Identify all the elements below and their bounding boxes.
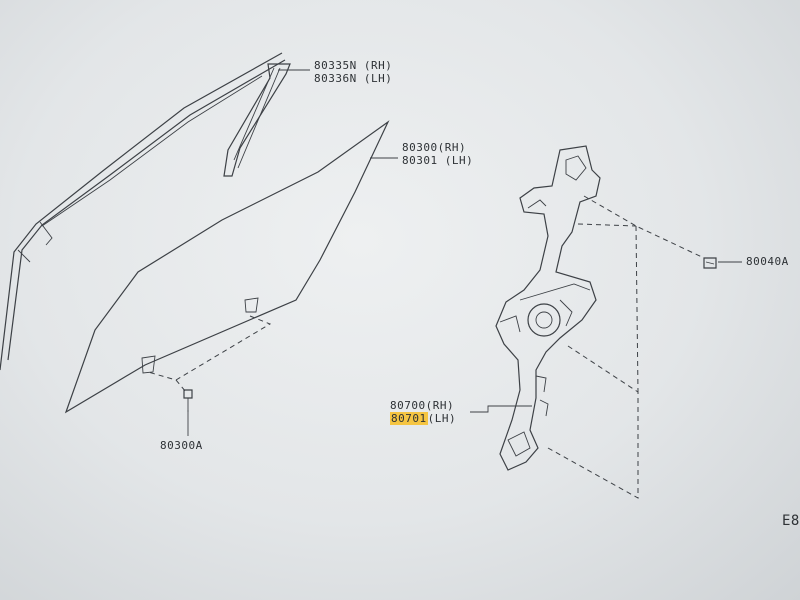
regulator-bolt bbox=[703, 257, 717, 269]
corner-diagram-code: E8 bbox=[782, 513, 800, 529]
glass-bolt-code: 80300A bbox=[160, 439, 203, 452]
regulator-mounting-guides bbox=[547, 195, 705, 499]
door-glass bbox=[64, 120, 390, 414]
regulator-bolt-code: 80040A bbox=[746, 255, 789, 268]
regulator-code-lh-row: 80701(LH) bbox=[390, 412, 457, 425]
glass-bolt-guides bbox=[147, 315, 272, 393]
glass-bolt bbox=[183, 389, 193, 412]
regulator-code-lh-highlighted: 80701 bbox=[390, 412, 428, 425]
leader-lines bbox=[187, 69, 742, 436]
glass-code-rh: 80300(RH) bbox=[402, 141, 467, 154]
run-channel-moulding bbox=[223, 63, 291, 177]
regulator-code-rh: 80700(RH) bbox=[390, 399, 455, 412]
regulator-code-lh-suffix: (LH) bbox=[427, 412, 457, 425]
moulding-code-rh: 80335N (RH) bbox=[314, 59, 393, 72]
door-frame-rail bbox=[0, 52, 286, 371]
moulding-code-lh: 80336N (LH) bbox=[314, 72, 393, 85]
glass-code-lh: 80301 (LH) bbox=[402, 154, 474, 167]
window-regulator bbox=[495, 145, 601, 471]
